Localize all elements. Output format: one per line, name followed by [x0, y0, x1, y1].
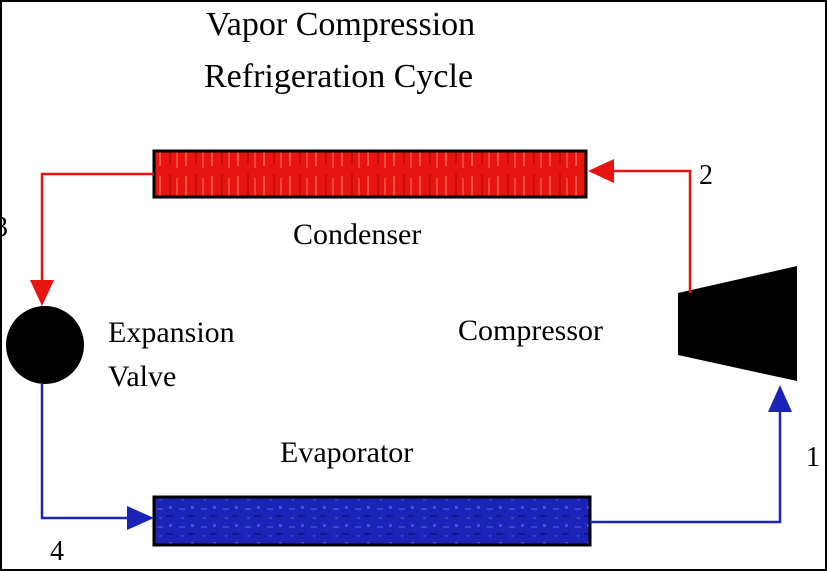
expansion-valve-symbol	[6, 306, 84, 384]
evaporator-label: Evaporator	[280, 436, 414, 469]
condenser-label: Condenser	[293, 218, 422, 251]
compressor-label: Compressor	[458, 314, 603, 347]
arrow-into-evaporator	[127, 506, 154, 530]
diagram-title-line2: Refrigeration Cycle	[204, 58, 474, 95]
line-evaporator-to-compressor	[590, 411, 782, 524]
evaporator-box	[152, 495, 592, 547]
arrow-into-expansion-valve	[30, 280, 54, 306]
diagram-title-line1: Vapor Compression	[206, 6, 476, 43]
compressor-symbol	[678, 266, 797, 381]
condenser-box	[152, 149, 588, 199]
state-number-1: 1	[806, 442, 820, 473]
expansion-valve-label-line1: Expansion	[108, 316, 235, 349]
expansion-valve-label-line2: Valve	[108, 360, 177, 393]
state-number-2: 2	[699, 160, 713, 191]
arrow-into-compressor	[768, 385, 792, 412]
state-number-3: 3	[0, 212, 8, 243]
line-valve-to-evaporator	[40, 384, 128, 520]
state-number-4: 4	[50, 536, 64, 567]
line-condenser-to-valve	[40, 172, 154, 282]
arrow-into-condenser	[588, 159, 614, 183]
line-compressor-to-condenser	[612, 169, 692, 293]
